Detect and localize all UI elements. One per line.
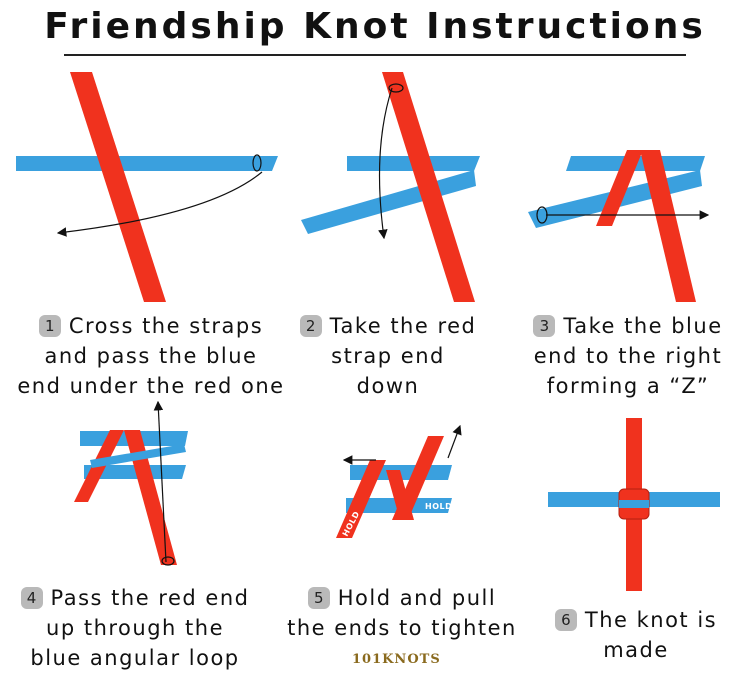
step-4-loop-mark: [161, 556, 175, 566]
step-3-line-3: forming a “Z”: [546, 374, 710, 398]
step-2-badge: 2: [299, 315, 322, 337]
step-5-arrow-up: [447, 424, 462, 459]
step-5-illustration: HOLD HOLD: [336, 424, 462, 538]
step-4-line-2: up through the: [46, 616, 224, 640]
step-3-line-2: end to the right: [533, 344, 723, 368]
step-2-caption: 2 Take the red strap end down: [288, 311, 488, 401]
step-5-hold-label-right: HOLD: [425, 502, 452, 511]
step-4-line-1: Pass the red end: [50, 586, 250, 610]
step-3-line-1: Take the blue: [563, 314, 723, 338]
step-1-line-1: Cross the straps: [68, 314, 264, 338]
step-6-line-1: The knot is: [584, 608, 718, 632]
step-4-arrow: [153, 400, 167, 563]
step-2-line-3: down: [356, 374, 420, 398]
step-1-loop-mark: [252, 154, 262, 172]
step-1-arrow: [56, 171, 263, 237]
step-6-knot-blue-wrap: [619, 500, 649, 508]
step-6-badge: 6: [554, 609, 577, 631]
step-1-line-2: and pass the blue: [44, 344, 258, 368]
step-1-line-3: end under the red one: [17, 374, 285, 398]
step-6-caption: 6 The knot is made: [536, 605, 736, 665]
step-3-red-strap-down: [640, 150, 696, 302]
step-2-red-strap: [382, 72, 475, 302]
step-5-caption: 5 Hold and pull the ends to tighten: [278, 583, 526, 643]
step-5-line-1: Hold and pull: [337, 586, 497, 610]
step-3-badge: 3: [533, 315, 556, 337]
step-1-illustration: [16, 72, 278, 302]
step-4-red-strap-down: [124, 430, 177, 565]
step-2-loop-mark: [388, 83, 404, 93]
step-3-caption: 3 Take the blue end to the right forming …: [512, 311, 744, 401]
brand-logo: 101KNOTS: [352, 652, 441, 667]
step-1-badge: 1: [38, 315, 61, 337]
step-2-line-1: Take the red: [329, 314, 477, 338]
step-3-red-strap-diag: [596, 150, 643, 226]
step-1-red-strap: [70, 72, 166, 302]
title-underline: [64, 54, 686, 56]
step-5-red-strap-left: [336, 460, 386, 538]
step-2-illustration: [301, 72, 480, 302]
step-2-arrow: [378, 87, 393, 240]
step-4-line-3: blue angular loop: [30, 646, 240, 670]
step-4-illustration: [74, 400, 188, 566]
step-4-badge: 4: [20, 587, 43, 609]
step-6-illustration: [548, 418, 720, 591]
step-5-line-2: the ends to tighten: [287, 616, 517, 640]
step-5-red-strap-mid: [386, 470, 414, 520]
step-2-line-2: strap end: [331, 344, 445, 368]
step-1-caption: 1 Cross the straps and pass the blue end …: [0, 311, 302, 401]
step-4-blue-strap-bottom: [84, 465, 186, 479]
page-title: Friendship Knot Instructions: [44, 6, 706, 47]
step-5-badge: 5: [307, 587, 330, 609]
step-4-blue-strap-angled: [90, 444, 186, 468]
step-4-caption: 4 Pass the red end up through the blue an…: [4, 583, 266, 673]
step-1-blue-strap: [16, 156, 278, 171]
step-3-illustration: [528, 150, 710, 302]
step-6-line-2: made: [603, 638, 669, 662]
